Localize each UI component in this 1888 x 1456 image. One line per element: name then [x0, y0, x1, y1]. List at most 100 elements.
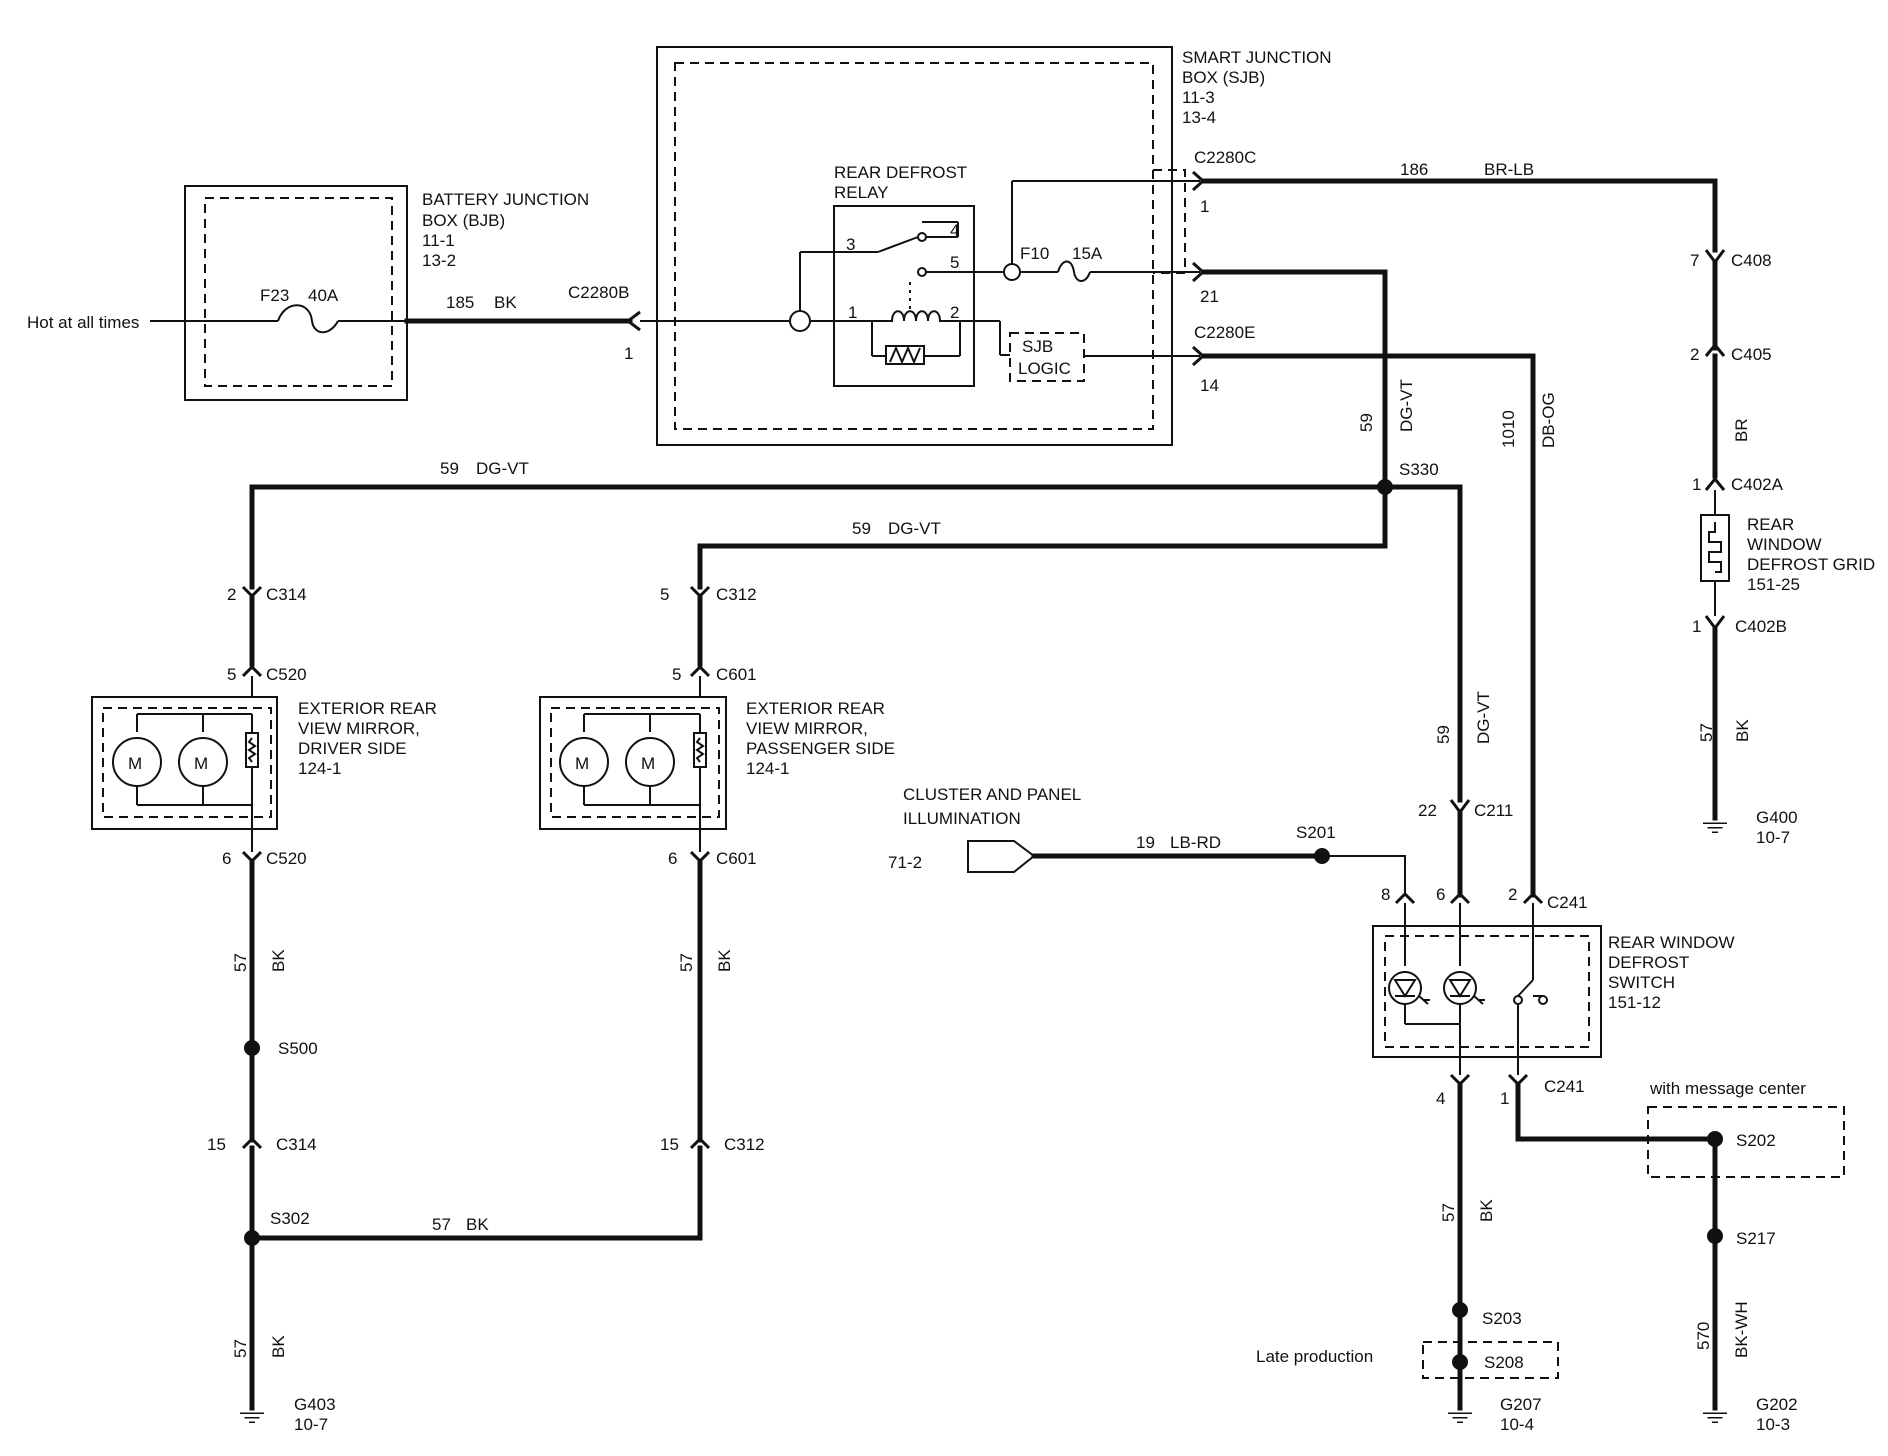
- passenger-motor2-label: M: [641, 754, 655, 773]
- smart-junction-box: REAR DEFROST RELAY 3 4 5 1 2: [640, 46, 1200, 446]
- relay-pin-4: 4: [950, 221, 959, 240]
- c408-label: C408: [1731, 251, 1772, 270]
- c520-top-label: C520: [266, 665, 307, 684]
- wire-57-s302-color: BK: [269, 1335, 288, 1358]
- switch-lamp1-icon: [1388, 971, 1422, 1005]
- cluster-line2: ILLUMINATION: [903, 809, 1021, 828]
- relay-pin-5: 5: [950, 253, 959, 272]
- wire-59-switch-num: 59: [1434, 725, 1453, 744]
- c520-top-connector-icon: [241, 664, 263, 678]
- g202-label: G202: [1756, 1395, 1798, 1414]
- relay-resistor-icon: [889, 345, 921, 365]
- splice-s201: [1314, 848, 1330, 864]
- fuse-f23-icon: [277, 304, 339, 334]
- wire-186-color: BR-LB: [1484, 160, 1534, 179]
- switch-line3: SWITCH: [1608, 973, 1675, 992]
- cluster-connector-icon: [967, 840, 1036, 873]
- wire-186: [1200, 178, 1718, 253]
- passenger-mirror-line3: PASSENGER SIDE: [746, 739, 895, 758]
- c520-bot-pin: 6: [222, 849, 231, 868]
- g403-ground-icon: [239, 1412, 265, 1424]
- c402b-label: C402B: [1735, 617, 1787, 636]
- s203-label: S203: [1482, 1309, 1522, 1328]
- wire-59-passenger-num: 59: [852, 519, 871, 538]
- wire-br-color: BR: [1732, 418, 1751, 442]
- wire-57-driver-color: BK: [269, 949, 288, 972]
- fuse-f10-rating: 15A: [1072, 244, 1103, 263]
- wire-570-num: 570: [1694, 1322, 1713, 1350]
- battery-junction-box: F23 40A: [184, 185, 408, 401]
- c241-pin6: 6: [1436, 885, 1445, 904]
- c314-bot-pin: 15: [207, 1135, 226, 1154]
- wire-59-driver-color: DG-VT: [476, 459, 529, 478]
- wire-57-crossover-num: 57: [432, 1215, 451, 1234]
- defrost-grid-line3: DEFROST GRID: [1747, 555, 1875, 574]
- c405-label: C405: [1731, 345, 1772, 364]
- driver-mirror-module: M M: [91, 696, 278, 830]
- fuse-f10-icon: [1057, 260, 1091, 282]
- passenger-mirror-line1: EXTERIOR REAR: [746, 699, 885, 718]
- wire-59-driver-num: 59: [440, 459, 459, 478]
- bjb-ref1: 11-1: [422, 231, 455, 250]
- wire-57-crossover-color: BK: [466, 1215, 489, 1234]
- switch-line2: DEFROST: [1608, 953, 1689, 972]
- splice-s500: [244, 1040, 260, 1056]
- sjb-ref1: 11-3: [1182, 88, 1215, 107]
- c402a-pin: 1: [1692, 475, 1701, 494]
- c601-top-connector-icon: [689, 664, 711, 678]
- s201-label: S201: [1296, 823, 1336, 842]
- sjb-logic-line2: LOGIC: [1018, 359, 1071, 378]
- bjb-name-line2: BOX (BJB): [422, 211, 505, 230]
- bjb-name-line1: BATTERY JUNCTION: [422, 190, 589, 209]
- c312-bot-pin: 15: [660, 1135, 679, 1154]
- c314-top-pin: 2: [227, 585, 236, 604]
- relay-pin-3: 3: [846, 235, 855, 254]
- passenger-mirror-module: M M: [539, 696, 727, 830]
- c2280e-pin: 14: [1200, 376, 1219, 395]
- c601-top-pin: 5: [672, 665, 681, 684]
- sjb-name-line1: SMART JUNCTION: [1182, 48, 1332, 67]
- switch-contact-icon: [1517, 979, 1534, 997]
- message-center-label: with message center: [1649, 1079, 1806, 1098]
- c405-pin: 2: [1690, 345, 1699, 364]
- wire-59-feed: [1200, 269, 1388, 490]
- relay-contact-icon: [877, 236, 919, 253]
- wire-59-switch: [1390, 484, 1463, 803]
- c241-pin2: 2: [1508, 885, 1517, 904]
- wire-57-switch-color: BK: [1477, 1199, 1496, 1222]
- wire-57-passenger-color: BK: [715, 949, 734, 972]
- wire-59-passenger: [697, 484, 1388, 590]
- c314-bot-connector-icon: [241, 1136, 263, 1150]
- c241-pin2-connector-icon: [1522, 891, 1544, 905]
- splice-s203: [1452, 1302, 1468, 1318]
- wire-59-feed-color: DG-VT: [1397, 379, 1416, 432]
- c211-label: C211: [1474, 801, 1513, 820]
- s330-label: S330: [1399, 460, 1439, 479]
- c241-bot-label: C241: [1544, 1077, 1585, 1096]
- passenger-mirror-ref: 124-1: [746, 759, 789, 778]
- cluster-line1: CLUSTER AND PANEL: [903, 785, 1081, 804]
- g400-ref: 10-7: [1756, 828, 1790, 847]
- sjb-name-line2: BOX (SJB): [1182, 68, 1265, 87]
- wire-570-color: BK-WH: [1732, 1301, 1751, 1358]
- late-production-box: [1422, 1341, 1559, 1379]
- wire-1010-num: 1010: [1499, 410, 1518, 448]
- g403-ref: 10-7: [294, 1415, 328, 1434]
- c601-top-label: C601: [716, 665, 757, 684]
- defrost-grid-ref: 151-25: [1747, 575, 1800, 594]
- wire-57-grid-color: BK: [1733, 719, 1752, 742]
- switch-line1: REAR WINDOW: [1608, 933, 1735, 952]
- f10-output-pin: 21: [1200, 287, 1219, 306]
- message-center-box: [1647, 1106, 1845, 1178]
- driver-mirror-ref: 124-1: [298, 759, 341, 778]
- c241-pin1: 1: [1500, 1089, 1509, 1108]
- wire-185-num: 185: [446, 293, 474, 312]
- c312-bot-label: C312: [724, 1135, 765, 1154]
- defrost-grid-icon: [1708, 522, 1722, 573]
- g202-ground-icon: [1702, 1412, 1728, 1424]
- g207-label: G207: [1500, 1395, 1542, 1414]
- g400-label: G400: [1756, 808, 1798, 827]
- passenger-motor1-label: M: [575, 754, 589, 773]
- g202-ref: 10-3: [1756, 1415, 1790, 1434]
- g207-ground-icon: [1447, 1412, 1473, 1424]
